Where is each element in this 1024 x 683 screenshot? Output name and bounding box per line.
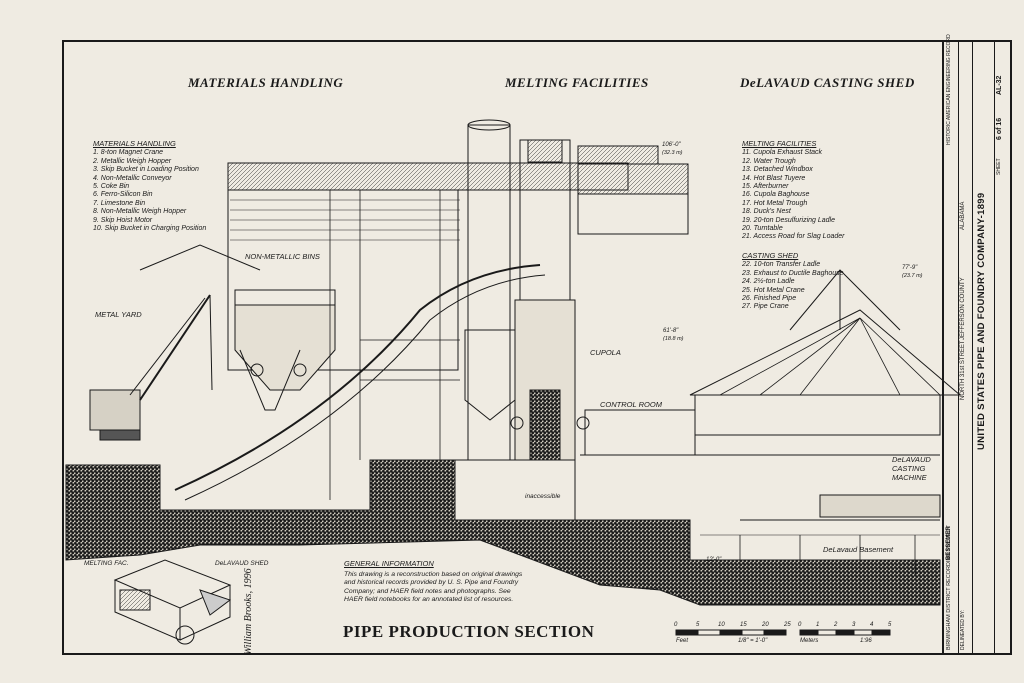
titleblock-program: BIRMINGHAM DISTRICT RECORDING PROJECT (946, 525, 952, 650)
magnet-crane (89, 294, 213, 441)
elevation-shed-metric: (23.7 m) (902, 273, 923, 279)
legend-item: 17. Hot Metal Trough (742, 199, 808, 207)
scale-tick-label: 3 (852, 622, 856, 628)
titleblock-haer-number: AL-32 (996, 75, 1003, 95)
elevation-mid: 61'-8" (663, 328, 679, 334)
label-metal-yard: METAL YARD (95, 310, 142, 319)
elevation-mid-metric: (18.8 m) (663, 336, 684, 342)
elevation-top: 106'-0" (662, 142, 681, 148)
skip-conveyor (174, 264, 541, 491)
scale-tick-label: 15 (740, 622, 747, 628)
scale-tick-label: 10 (718, 622, 725, 628)
scale-tick-label: 5 (888, 622, 892, 628)
delavaud-machine (819, 494, 941, 518)
scale-feet-ratio: 1/8" = 1'-0" (738, 638, 768, 644)
legend-item: 14. Hot Blast Tuyere (742, 174, 806, 182)
legend-materials: MATERIALS HANDLING 1. 8-ton Magnet Crane… (93, 139, 223, 233)
header-melting-facilities: MELTING FACILITIES (505, 75, 649, 90)
legend-item: 13. Detached Windbox (742, 166, 813, 174)
scale-meters-ratio: 1:96 (860, 638, 872, 644)
legend-item: 15. Afterburner (742, 183, 789, 191)
scale-tick-label: 20 (762, 622, 769, 628)
legend-item: 6. Ferro-Silicon Bin (93, 191, 153, 199)
bins-roof-lines (230, 199, 460, 241)
legend-item: 19. 20-ton Desulfurizing Ladle (742, 216, 836, 224)
label-control-room: CONTROL ROOM (600, 400, 662, 409)
scale-tick-label: 4 (870, 622, 874, 628)
legend-item: 24. 2½-ton Ladle (742, 278, 795, 286)
legend-item: 22. 10-ton Transfer Ladle (742, 261, 821, 269)
drawing-title: PIPE PRODUCTION SECTION (343, 622, 595, 641)
drawing-border (62, 40, 1012, 655)
legend-item: 3. Skip Bucket in Loading Position (93, 166, 199, 174)
legend-item: 20. Turntable (742, 225, 783, 233)
legend-item: 11. Cupola Exhaust Stack (742, 149, 823, 157)
legend-item: 10. Skip Bucket in Charging Position (93, 225, 207, 233)
legend-item: 21. Access Road for Slag Loader (742, 233, 845, 241)
legend-casting-title: CASTING SHED (742, 251, 799, 260)
legend-item: 18. Duck's Nest (742, 208, 791, 216)
titleblock-state: ALABAMA (960, 201, 966, 230)
legend-item: 27. Pipe Crane (742, 303, 789, 311)
scale-tick-label: 0 (798, 622, 802, 628)
legend-item: 16. Cupola Baghouse (742, 191, 810, 199)
general-information-text: This drawing is a reconstruction based o… (344, 571, 523, 603)
legend-item: 9. Skip Hoist Motor (93, 216, 153, 224)
label-melting-fac: MELTING FAC. (84, 560, 129, 567)
general-information: GENERAL INFORMATION This drawing is a re… (344, 559, 524, 604)
scale-meters-label: Meters (800, 638, 819, 644)
legend-item: 7. Limestone Bin (93, 199, 146, 207)
elevation-shed: 77'-9" (902, 265, 918, 271)
titleblock-project: UNITED STATES PIPE AND FOUNDRY COMPANY-1… (976, 192, 987, 450)
titleblock-sheet-label: SHEET (996, 158, 1002, 175)
legend-item: 1. 8-ton Magnet Crane (93, 149, 164, 157)
legend-item: 25. Hot Metal Crane (742, 286, 805, 294)
scale-tick-label: 0 (674, 622, 678, 628)
scale-tick-label: 5 (696, 622, 700, 628)
label-non-metallic-bins: NON-METALLIC BINS (245, 252, 320, 261)
inset-isometric (113, 559, 232, 645)
scale-tick-label: 25 (784, 622, 791, 628)
legend-item: 5. Coke Bin (93, 183, 130, 191)
scale-tick-label: 2 (834, 622, 838, 628)
legend-melting: MELTING FACILITIES 11. Cupola Exhaust St… (742, 139, 882, 242)
legend-item: 12. Water Trough (742, 157, 796, 165)
legend-materials-title: MATERIALS HANDLING (93, 139, 176, 148)
general-information-title: GENERAL INFORMATION (344, 559, 434, 568)
scale-tick-label: 1 (816, 622, 820, 628)
scale-feet-label: Feet (676, 638, 689, 644)
legend-item: 4. Non-Metallic Conveyor (93, 174, 172, 182)
legend-item: 26. Finished Pipe (742, 295, 797, 303)
titleblock-delineated-by: DELINEATED BY: (960, 609, 966, 650)
titleblock-survey: HISTORIC AMERICAN ENGINEERING RECORD (946, 34, 952, 145)
title-block (942, 40, 1012, 655)
header-materials-handling: MATERIALS HANDLING (188, 75, 344, 90)
elevation-base: 12'-0" (706, 557, 722, 563)
label-cupola: CUPOLA (590, 348, 621, 357)
titleblock-address: NORTH 31st STREET (960, 340, 966, 400)
legend-item: 23. Exhaust to Ductile Baghouse (742, 269, 844, 277)
label-delavaud-shed: DeLAVAUD SHED (215, 560, 269, 567)
label-delavaud-basement: DeLavaud Basement (823, 545, 894, 554)
titleblock-county: JEFFERSON COUNTY (960, 277, 966, 340)
ground-section (65, 459, 941, 606)
delineator-signature: William Brooks, 1996 (243, 568, 254, 655)
header-casting-shed: DeLAVAUD CASTING SHED (740, 75, 915, 90)
elevation-top-metric: (32.3 m) (662, 150, 683, 156)
label-delavaud-machine: DeLAVAUD CASTING MACHINE (892, 455, 931, 482)
titleblock-sheet-number: 6 of 16 (996, 117, 1003, 140)
legend-item: 2. Metallic Weigh Hopper (93, 157, 172, 165)
legend-item: 8. Non-Metallic Weigh Hopper (93, 208, 187, 216)
legend-melting-title: MELTING FACILITIES (742, 139, 817, 148)
label-inaccessible: inaccessible (525, 493, 561, 500)
